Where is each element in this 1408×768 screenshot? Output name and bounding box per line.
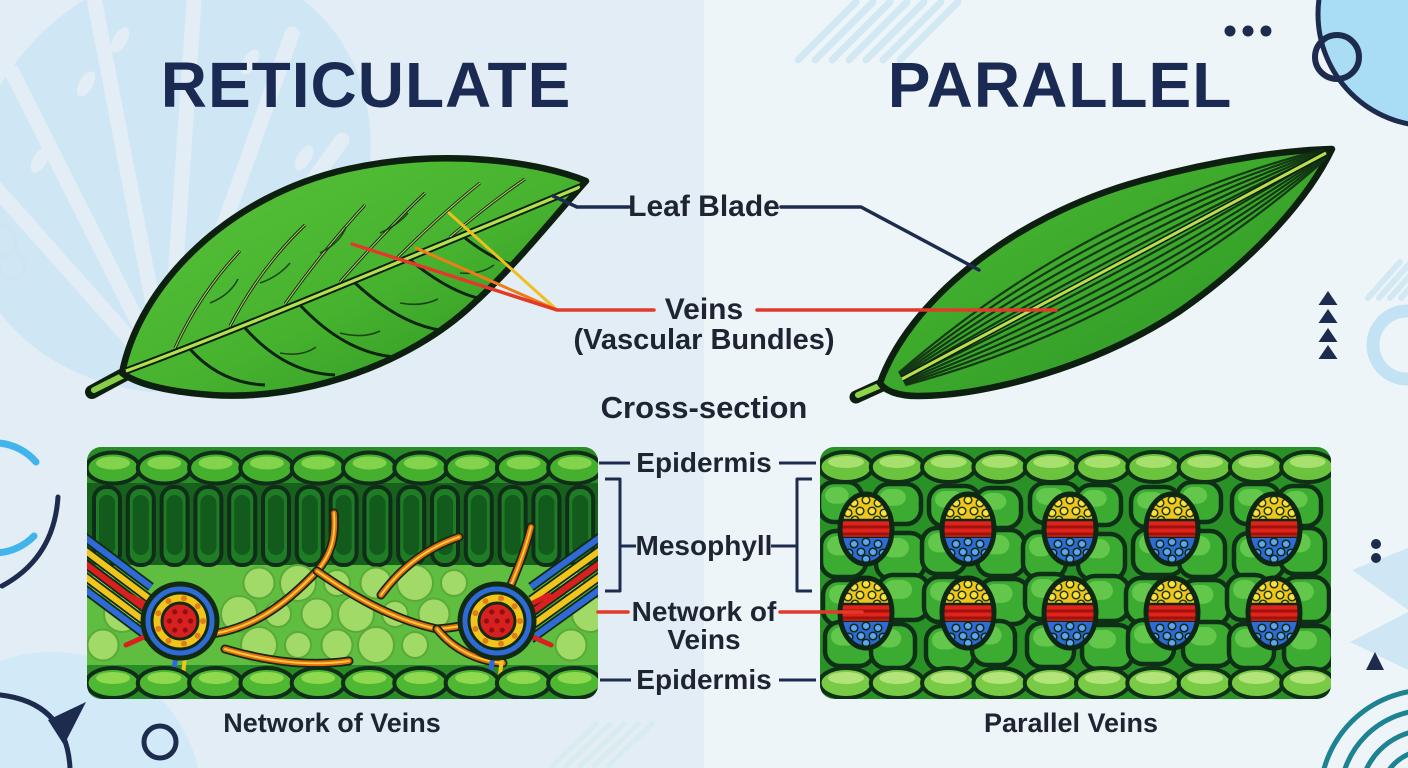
label-veins-sub: (Vascular Bundles): [573, 324, 835, 356]
left-title: RETICULATE: [160, 49, 572, 121]
right-caption: Parallel Veins: [983, 708, 1159, 738]
label-network-veins: Veins: [667, 624, 741, 655]
label-leaf-blade: Leaf Blade: [628, 190, 780, 223]
reticulate-leaf-illustration: [85, 155, 590, 399]
label-veins: Veins: [664, 293, 744, 326]
right-title: PARALLEL: [887, 49, 1233, 121]
parallel-cross-section-illustration: [820, 447, 1331, 699]
label-mesophyll: Mesophyll: [635, 530, 773, 561]
reticulate-cross-section-illustration: [87, 447, 598, 699]
label-cross-section: Cross-section: [600, 390, 808, 425]
label-epidermis-top: Epidermis: [636, 447, 772, 478]
parallel-leaf-illustration: [849, 145, 1336, 404]
label-epidermis-bottom: Epidermis: [636, 664, 772, 695]
left-caption: Network of Veins: [223, 708, 441, 738]
label-network-of: Network of: [631, 596, 777, 627]
